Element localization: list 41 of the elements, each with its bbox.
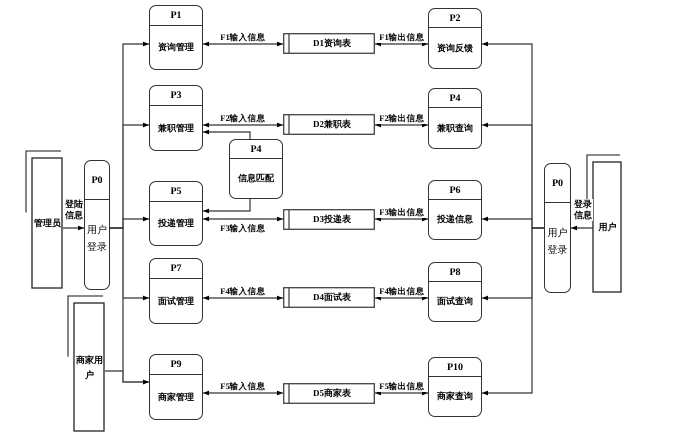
process-box: P7 面试管理	[149, 258, 203, 324]
edge-label: F4输出信息	[376, 286, 428, 297]
arrow	[482, 227, 544, 396]
arrow	[203, 122, 283, 128]
data-store: D4面试表	[283, 287, 375, 308]
edge-label: F1输出信息	[376, 32, 428, 43]
arrow	[203, 216, 283, 222]
process-box: P10 商家查询	[428, 357, 482, 417]
arrow	[375, 390, 428, 396]
process-box: P2 资询反馈	[428, 8, 482, 69]
arrow	[375, 216, 428, 222]
arrow	[203, 199, 251, 214]
process-box: P4 兼职查询	[428, 88, 482, 149]
arrow	[105, 370, 149, 384]
arrow	[375, 42, 428, 46]
process-box: P3 兼职管理	[149, 85, 203, 151]
arrow	[203, 42, 283, 46]
arrow	[571, 226, 593, 230]
arrow	[375, 296, 428, 300]
edge-label: F3输出信息	[376, 207, 428, 218]
edge-label: F2输出信息	[376, 113, 428, 124]
process-box: P9 商家管理	[149, 354, 203, 420]
data-store: D5商家表	[283, 383, 375, 404]
process-box: P0 用户登录	[84, 160, 110, 290]
edge-label: 登陆信息	[64, 199, 84, 221]
process-box: P4 信息匹配	[229, 139, 283, 199]
arrow	[63, 226, 84, 230]
arrow	[203, 130, 251, 139]
edge-label: F5输出信息	[376, 381, 428, 392]
data-store: D1资询表	[283, 33, 375, 54]
arrow	[375, 122, 428, 128]
process-box: P6 投递信息	[428, 180, 482, 240]
process-box: P1 资询管理	[149, 5, 203, 70]
edge-label: 登录信息	[573, 199, 593, 221]
data-store: D2兼职表	[283, 114, 375, 135]
process-box: P8 面试查询	[428, 262, 482, 322]
process-box: P5 投递管理	[149, 181, 203, 246]
arrow	[203, 390, 283, 396]
process-box: P0 用户登录	[544, 163, 571, 293]
arrow	[203, 296, 283, 300]
data-store: D3投递表	[283, 209, 375, 230]
